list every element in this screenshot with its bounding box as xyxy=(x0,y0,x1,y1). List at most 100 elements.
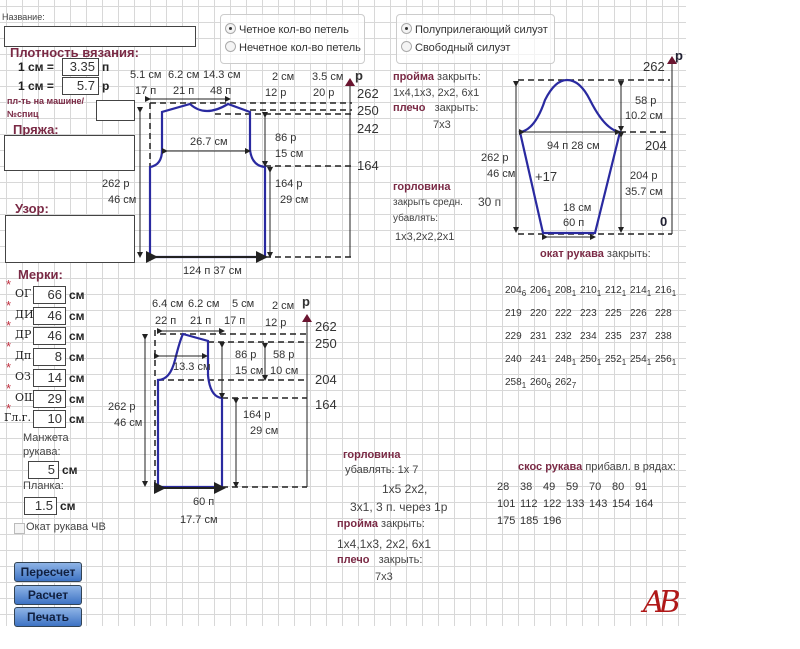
back-dimension-label: 124 п 37 см xyxy=(183,265,242,277)
back-dimension-label: 29 см xyxy=(280,194,309,206)
calc-button[interactable]: Расчет xyxy=(14,585,82,605)
print-button[interactable]: Печать xyxy=(14,607,82,627)
cap-row-value: 204 xyxy=(505,285,522,296)
needle-input[interactable] xyxy=(96,100,135,121)
front-dimension-label: 262 xyxy=(315,319,337,334)
back-dimension-label: 6.2 см xyxy=(168,69,200,81)
front-dimension-label: 10 см xyxy=(270,365,299,377)
measure-unit: см xyxy=(69,329,85,344)
sleeve-slope-cell: 112 xyxy=(520,498,538,510)
cuff-unit: см xyxy=(62,463,78,477)
measure-input[interactable]: 14 xyxy=(33,368,66,387)
measure-input[interactable]: 46 xyxy=(33,306,66,325)
measure-input[interactable]: 10 xyxy=(33,410,66,429)
back-dimension-label: 14.3 см xyxy=(203,69,241,81)
radio-icon xyxy=(225,41,236,52)
sleeve-cap-cell: 2501 xyxy=(580,354,601,367)
sleeve-slope-cell: 38 xyxy=(520,481,533,493)
cap-row-value: 216 xyxy=(655,285,672,296)
radio-odd[interactable]: Нечетное кол-во петель xyxy=(225,41,361,54)
cuff-label: Манжета xyxy=(23,432,69,444)
stitch-density-input[interactable]: 3.35 xyxy=(62,58,99,76)
sleeve-slope-cell: 101 xyxy=(497,498,516,510)
sleeve-slope-cell: 185 xyxy=(520,515,539,527)
cap-row-value: 208 xyxy=(555,285,572,296)
sleeve-dimension-label: 204 р xyxy=(630,170,658,182)
sleeve-slope-title: скос рукава прибавл. в рядах: xyxy=(518,461,676,473)
recalc-button[interactable]: Пересчет xyxy=(14,562,82,582)
sleeve-dimension-label: 262 р xyxy=(481,152,509,164)
measure-unit: см xyxy=(69,288,85,302)
sleeve-dimension-label: 46 см xyxy=(487,168,516,180)
cap-row-value: 210 xyxy=(580,285,597,296)
cap-stitch-count: 1 xyxy=(521,381,527,390)
sleeve-cap-cell: 223 xyxy=(580,308,597,319)
row-density-input[interactable]: 5.7 xyxy=(62,77,99,95)
sleeve-cap-cell: 2101 xyxy=(580,285,601,298)
name-input[interactable] xyxy=(4,26,196,47)
front-dimension-label: 15 см xyxy=(235,365,264,377)
measure-input[interactable]: 8 xyxy=(33,348,66,367)
machine-label: пл-ть на машине/ xyxy=(7,96,85,106)
measure-unit: см xyxy=(69,412,85,427)
cap-stitch-count: 1 xyxy=(596,289,602,298)
sleeve-slope-cell: 59 xyxy=(566,481,579,493)
front-dimension-label: 58 р xyxy=(273,349,295,361)
cap-row-value: 232 xyxy=(555,331,572,342)
stitch-parity-group: Четное кол-во петель Нечетное кол-во пет… xyxy=(220,14,365,64)
back-dimension-label: 5.1 см xyxy=(130,69,162,81)
pattern-input[interactable] xyxy=(5,215,135,263)
sleeve-cap-checkbox[interactable] xyxy=(14,523,25,534)
back-dimension-label: 15 см xyxy=(275,148,304,160)
cap-row-value: 240 xyxy=(505,354,522,365)
sleeve-diagram xyxy=(513,56,677,240)
sleeve-cap-cell: 240 xyxy=(505,354,522,365)
back-shoulder-instr: плечо закрыть: xyxy=(393,102,479,114)
front-dimension-label: 164 р xyxy=(243,409,271,421)
back-armhole-instr: пройма закрыть: xyxy=(393,71,481,83)
cap-row-value: 238 xyxy=(655,331,672,342)
cap-row-value: 206 xyxy=(530,285,547,296)
sleeve-slope-cell: 143 xyxy=(589,498,608,510)
back-shoulder-values: 7х3 xyxy=(433,119,451,131)
sleeve-slope-cell: 122 xyxy=(543,498,562,510)
yarn-input[interactable] xyxy=(4,135,135,171)
cap-row-value: 231 xyxy=(530,331,547,342)
sleeve-cap-cell: 2521 xyxy=(605,354,626,367)
radio-loose[interactable]: Свободный силуэт xyxy=(401,41,510,54)
front-diagram xyxy=(142,314,312,494)
sleeve-slope-cell: 80 xyxy=(612,481,625,493)
radio-icon xyxy=(401,23,412,34)
radio-even[interactable]: Четное кол-во петель xyxy=(225,23,349,36)
sleeve-slope-cell: 28 xyxy=(497,481,510,493)
measure-input[interactable]: 29 xyxy=(33,389,66,408)
sleeve-cap-cell: 2161 xyxy=(655,285,676,298)
radio-semi-fitted[interactable]: Полуприлегающий силуэт xyxy=(401,23,548,36)
back-dimension-label: 2 см xyxy=(272,71,295,83)
sleeve-slope-cell: 49 xyxy=(543,481,556,493)
back-dimension-label: 164 xyxy=(357,158,379,173)
measure-input[interactable]: 46 xyxy=(33,327,66,346)
density-title: Плотность вязания: xyxy=(10,45,139,60)
sleeve-dimension-label: р xyxy=(675,48,683,63)
sleeve-cap-cell: 229 xyxy=(505,331,522,342)
sleeve-cap-cell: 2561 xyxy=(655,354,676,367)
back-dimension-label: 12 р xyxy=(265,87,287,99)
sleeve-cap-cell: 2627 xyxy=(555,377,576,390)
cap-stitch-count: 1 xyxy=(546,289,552,298)
front-dimension-label: р xyxy=(302,294,310,309)
back-neck-decrease: убавлять: xyxy=(393,213,439,224)
front-shoulder-instr: плечо закрыть: xyxy=(337,554,423,566)
sleeve-cap-cell: 220 xyxy=(530,308,547,319)
cap-row-value: 262 xyxy=(555,377,572,388)
back-neck-center: 30 п xyxy=(478,195,502,209)
measure-input[interactable]: 66 xyxy=(33,286,66,304)
front-dimension-label: 2 см xyxy=(272,300,295,312)
sleeve-cap-cell: 2141 xyxy=(630,285,651,298)
placket-input[interactable]: 1.5 xyxy=(24,497,57,515)
front-dimension-label: 21 п xyxy=(190,315,212,327)
cuff-input[interactable]: 5 xyxy=(28,461,59,479)
back-dimension-label: р xyxy=(355,68,363,83)
front-shoulder-values: 7х3 xyxy=(375,571,393,583)
sleeve-dimension-label: 35.7 см xyxy=(625,186,663,198)
